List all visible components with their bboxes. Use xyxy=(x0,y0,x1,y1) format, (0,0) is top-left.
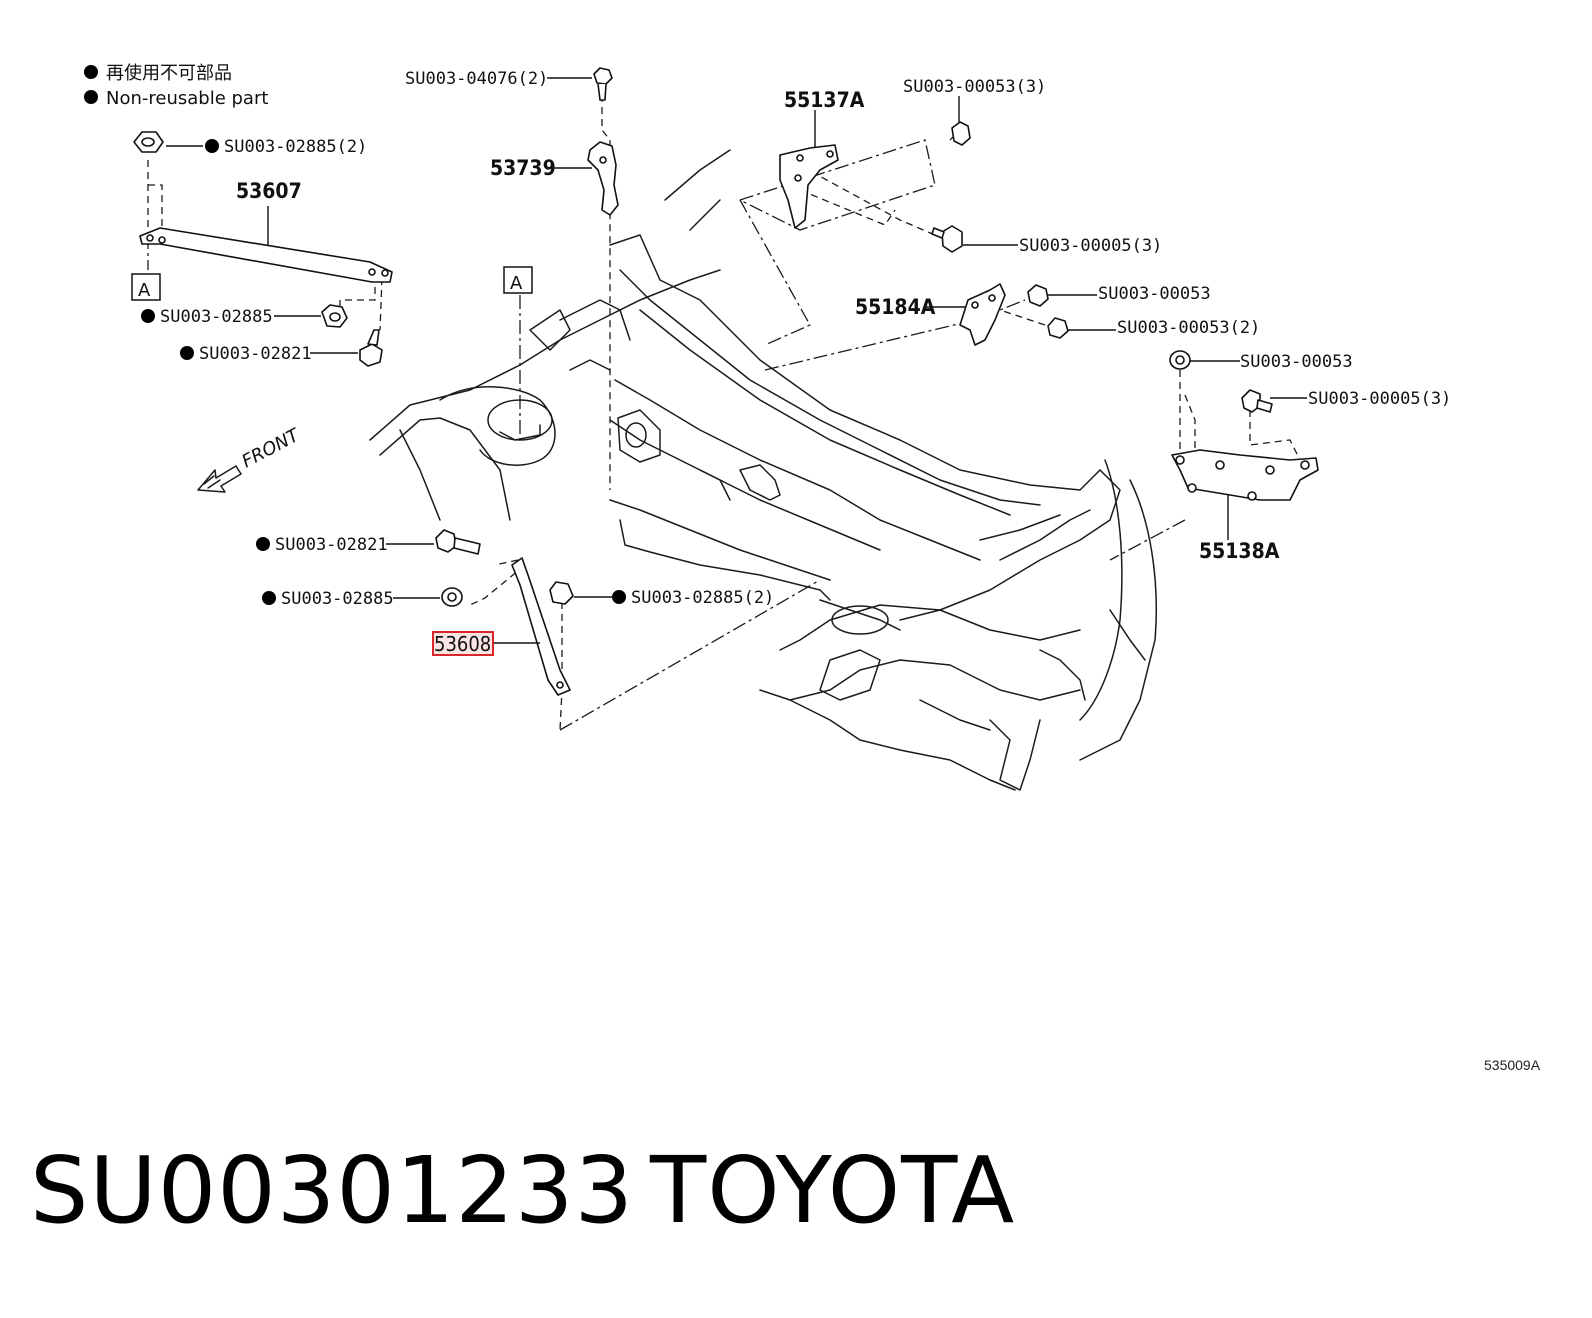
bracket-55184a xyxy=(959,283,1006,346)
legend: 再使用不可部品 Non-reusable part xyxy=(84,63,268,109)
non-reusable-icon xyxy=(180,346,194,360)
label-su003-02885-low: SU003-02885 xyxy=(281,589,394,609)
label-su003-02821-low: SU003-02821 xyxy=(275,535,388,555)
non-reusable-icon xyxy=(256,537,270,551)
view-markers: A A xyxy=(131,266,533,301)
nut-icon xyxy=(549,581,574,605)
nut-icon xyxy=(1027,284,1049,307)
label-53739: 53739 xyxy=(490,156,556,180)
label-55137a: 55137A xyxy=(784,88,865,112)
non-reusable-icon xyxy=(612,590,626,604)
footer-part-number: SU00301233 xyxy=(30,1137,634,1244)
highlight-box xyxy=(432,631,494,656)
bolt-icon xyxy=(359,343,383,367)
label-53608-highlighted: 53608 xyxy=(434,632,491,656)
parts xyxy=(133,67,1319,696)
bullet-icon xyxy=(84,65,98,79)
legend-cn: 再使用不可部品 xyxy=(106,63,232,84)
labels: SU003-02885(2) 53607 SU003-02885 SU003-0… xyxy=(141,69,1541,1073)
view-marker-label: A xyxy=(510,273,523,294)
nut-icon xyxy=(951,121,971,146)
bracket-55137a xyxy=(779,144,839,229)
bracket-55138a xyxy=(1171,449,1319,501)
label-su003-02885-top: SU003-02885 xyxy=(160,307,273,327)
bracket-53739 xyxy=(587,141,619,216)
label-su003-02885-2-top: SU003-02885(2) xyxy=(224,137,367,157)
bolt-icon xyxy=(941,225,963,253)
footer: SU00301233 TOYOTA xyxy=(30,1137,1015,1244)
label-su003-00053-2: SU003-00053(2) xyxy=(1117,318,1260,338)
leaders xyxy=(166,77,1307,644)
legend-en: Non-reusable part xyxy=(106,88,268,109)
front-label: FRONT xyxy=(238,424,304,472)
label-55138a: 55138A xyxy=(1199,539,1280,563)
label-su003-00005-3-b: SU003-00005(3) xyxy=(1308,389,1451,409)
view-marker-box xyxy=(503,266,533,294)
non-reusable-icon xyxy=(205,139,219,153)
arrow-icon xyxy=(197,465,242,493)
non-reusable-icon xyxy=(141,309,155,323)
bullet-icon xyxy=(84,90,98,104)
label-su003-00053-a: SU003-00053 xyxy=(1098,284,1211,304)
label-su003-00005-3-a: SU003-00005(3) xyxy=(1019,236,1162,256)
label-53607: 53607 xyxy=(236,179,302,203)
label-su003-04076-2: SU003-04076(2) xyxy=(405,69,548,89)
view-marker-label: A xyxy=(138,280,151,301)
nut-icon xyxy=(1047,317,1069,339)
label-su003-02885-2-low: SU003-02885(2) xyxy=(631,588,774,608)
non-reusable-icon xyxy=(262,591,276,605)
view-marker-box xyxy=(131,273,161,301)
bolt-icon xyxy=(435,529,457,553)
label-su003-02821-top: SU003-02821 xyxy=(199,344,312,364)
brace-53607 xyxy=(139,227,393,283)
diagram-reference: 535009A xyxy=(1484,1057,1541,1073)
label-su003-00053-b: SU003-00053 xyxy=(1240,352,1353,372)
label-su003-00053-3: SU003-00053(3) xyxy=(903,77,1046,97)
front-arrow: FRONT xyxy=(197,424,304,493)
footer-brand: TOYOTA xyxy=(649,1137,1015,1244)
brace-53608 xyxy=(511,557,571,696)
bolt-icon xyxy=(593,67,613,85)
label-55184a: 55184A xyxy=(855,295,936,319)
